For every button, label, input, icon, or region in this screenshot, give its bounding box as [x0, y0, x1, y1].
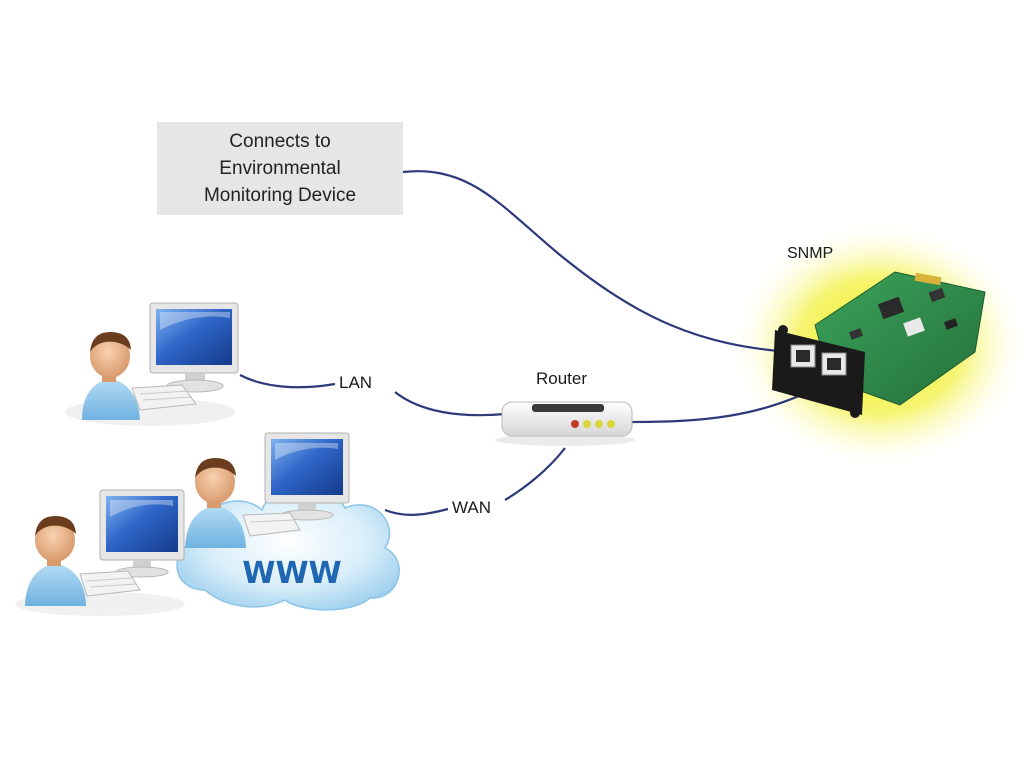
keyboard-icon	[131, 384, 197, 411]
wan-user-workstation-back	[185, 432, 350, 548]
cable-lan-right	[394, 391, 506, 417]
snmp-card-icon	[772, 271, 986, 418]
env-box-line-3: Monitoring Device	[203, 185, 357, 206]
monitor-icon	[149, 302, 239, 393]
wan-label: WAN	[450, 498, 494, 518]
keyboard-icon	[79, 570, 141, 597]
keyboard-icon	[242, 512, 301, 537]
person-icon	[185, 458, 246, 548]
snmp-label: SNMP	[787, 245, 834, 262]
environmental-monitoring-box: Connects to Environmental Monitoring Dev…	[157, 122, 403, 215]
router-icon	[495, 401, 635, 446]
monitor-icon	[99, 489, 185, 578]
monitor-icon	[264, 432, 350, 521]
cable-environment-to-snmp	[402, 170, 791, 354]
env-box-line-2: Environmental	[219, 158, 341, 179]
env-box-line-1: Connects to	[229, 131, 331, 152]
www-text: WWW	[242, 556, 341, 591]
cable-wan-right	[504, 447, 566, 501]
cable-wan-left	[384, 507, 449, 516]
router-label: Router	[536, 369, 588, 388]
person-icon	[25, 516, 86, 606]
lan-user-workstation	[65, 302, 239, 426]
person-icon	[82, 332, 140, 420]
wan-user-workstation-front	[15, 489, 185, 616]
cable-lan-left	[239, 374, 336, 389]
lan-label: LAN	[337, 373, 375, 393]
